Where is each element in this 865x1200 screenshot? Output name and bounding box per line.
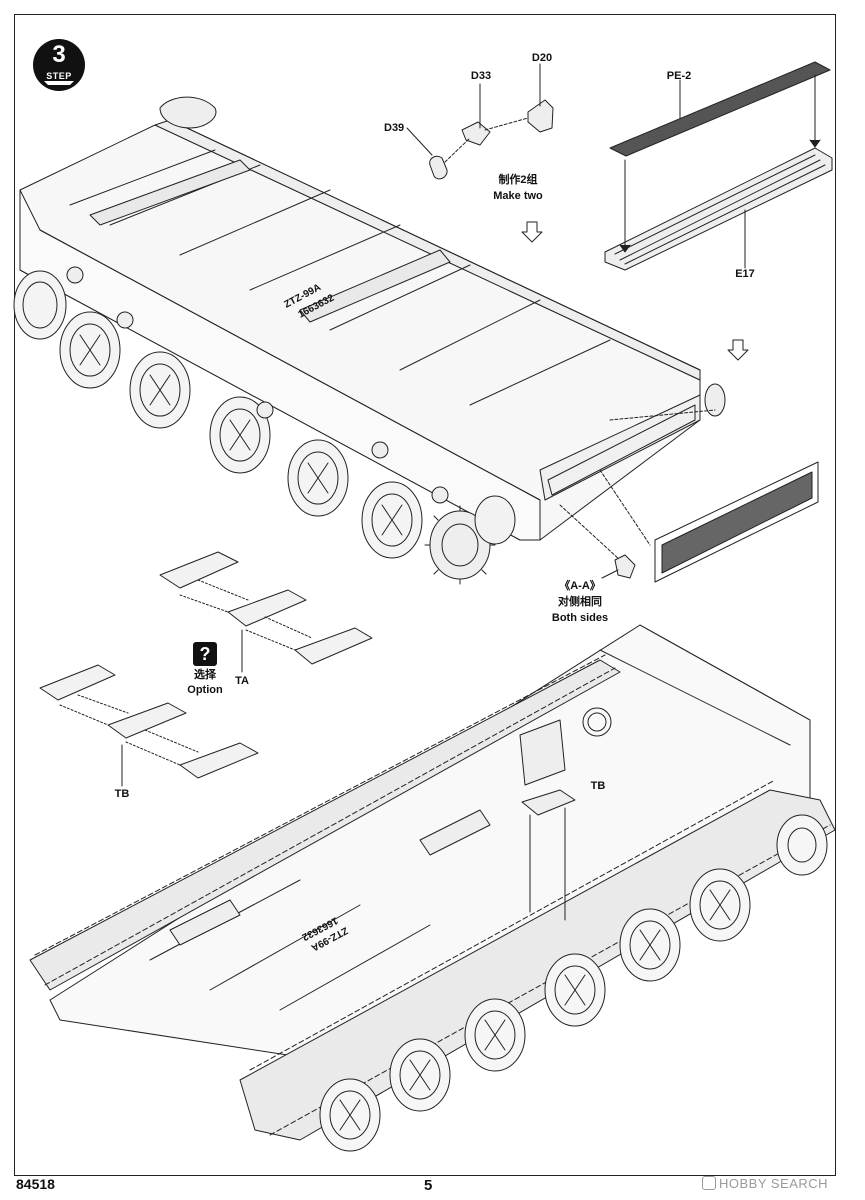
part-label-d39: D39 [384,122,405,134]
part-label-pe2: PE-2 [666,70,692,82]
pe2-e17-parts [604,61,833,271]
page-number: 5 [424,1177,433,1194]
product-code: 84518 [16,1176,55,1192]
note-make-two-en: Make two [493,190,543,202]
track-links-tb [39,664,259,787]
part-label-e17: E17 [735,268,755,280]
part-label-d20: D20 [531,52,553,64]
step-arrows [521,221,749,361]
note-option-en: Option [187,684,223,696]
part-label-tb-left: TB [114,788,130,800]
hatch-parts [406,63,554,180]
track-links-ta [159,551,373,673]
note-option-cn: 选择 [194,669,216,681]
step-number: 3 [52,41,66,68]
side-plate-part [559,409,819,583]
option-question-icon: ? [193,642,217,666]
note-make-two-cn: 制作2组 [498,174,538,186]
watermark-text: HOBBY SEARCH [719,1176,829,1191]
note-view-ref: 《A-A》 [559,580,601,592]
upper-hull-assembly [13,96,726,585]
watermark-logo-icon [702,1176,716,1190]
step-word: STEP [46,71,72,81]
page-border [14,14,836,1176]
part-label-d33: D33 [470,70,492,82]
note-both-sides-en: Both sides [551,612,609,624]
note-both-sides-cn: 对侧相同 [558,596,602,608]
watermark: HOBBY SEARCH [702,1176,828,1191]
step-badge: 3 STEP [32,38,86,92]
lower-hull-assembly [29,624,836,1152]
part-label-tb-right: TB [590,780,606,792]
part-label-ta: TA [235,675,249,687]
